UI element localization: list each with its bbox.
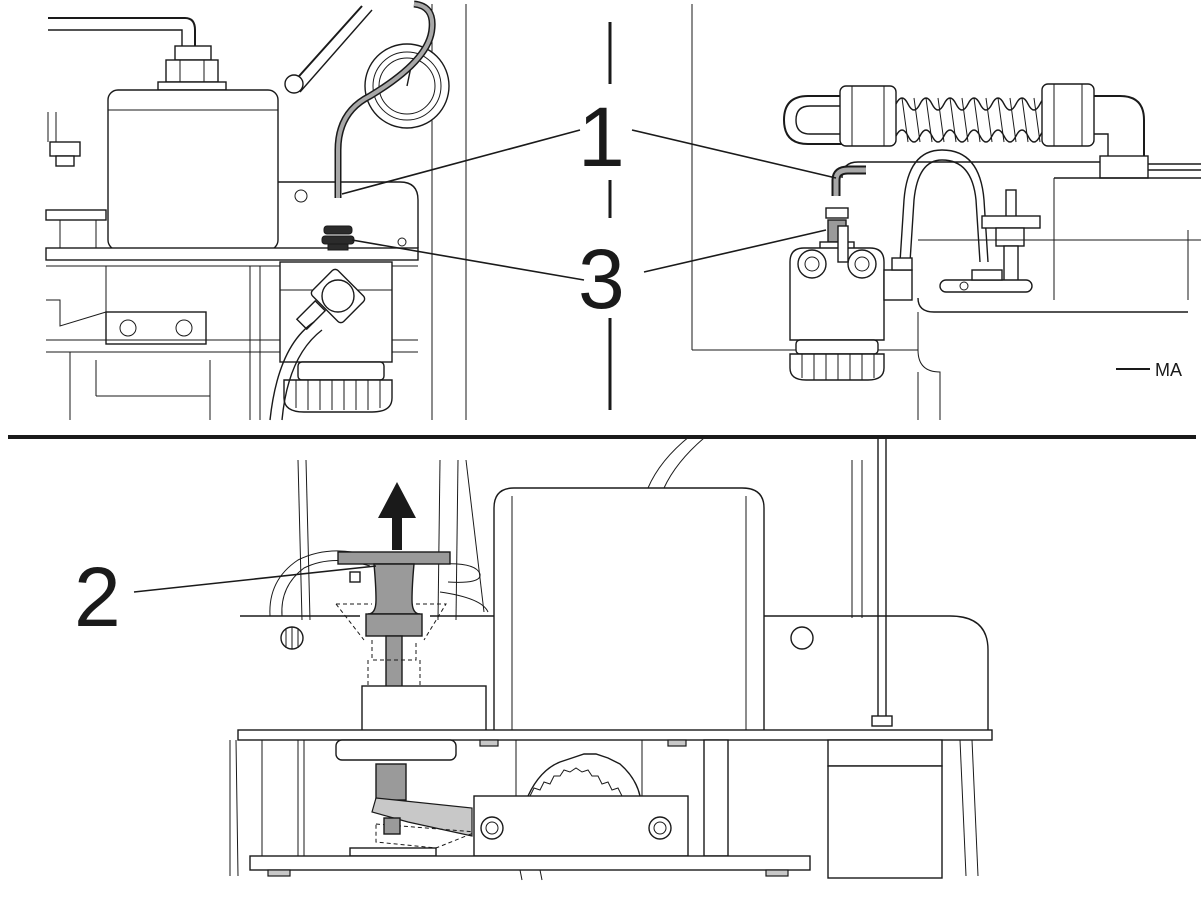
main-plate <box>45 247 419 261</box>
hose-clamp <box>1099 155 1149 179</box>
lower-knob-cap <box>335 739 457 761</box>
left-mount-block <box>105 311 207 345</box>
gear-dial <box>527 753 641 797</box>
switch-base <box>939 279 1033 293</box>
part-2-collar <box>365 613 423 637</box>
upper-pipe <box>291 5 363 85</box>
loop-tube <box>899 149 989 263</box>
cap-nut <box>165 59 219 83</box>
part-2-stem <box>385 635 403 689</box>
lower-block <box>361 685 487 737</box>
reference-label: MA <box>1155 360 1182 380</box>
section-separator <box>8 435 1196 439</box>
hose-elbow-right <box>1094 95 1145 158</box>
part-2-knob <box>367 563 421 615</box>
valve-side-port <box>883 269 913 301</box>
back-plate <box>240 615 989 736</box>
left-bracket <box>45 209 107 221</box>
callout-3: 3 <box>578 232 625 326</box>
bottom-plate <box>249 855 811 871</box>
callout-2: 2 <box>74 550 121 644</box>
cap-nut-top <box>174 45 212 61</box>
top-left-panel <box>45 0 467 421</box>
lift-arrow-icon <box>378 482 416 550</box>
lower-stem <box>375 763 407 801</box>
leader-1-left <box>341 129 581 195</box>
leader-3-left <box>351 239 585 281</box>
hose-elbow-left <box>782 95 842 145</box>
bottom-panel <box>229 435 993 881</box>
callout-1: 1 <box>578 90 625 184</box>
leader-3-right <box>643 229 827 273</box>
left-knob <box>49 141 81 157</box>
valve-bowl <box>789 353 885 381</box>
back-panel <box>278 181 419 248</box>
right-housing <box>827 765 943 879</box>
main-block <box>493 487 765 736</box>
top-pipe <box>48 17 196 48</box>
callout-leaders <box>133 129 837 593</box>
switch-bracket <box>981 215 1041 229</box>
leader-2 <box>133 565 377 593</box>
hose-coupling-right <box>1041 83 1095 147</box>
elbow-fitting <box>321 279 355 313</box>
tank-body <box>107 89 279 251</box>
base-plate <box>237 729 993 741</box>
part-3-valve-cap <box>825 207 849 219</box>
part-3-nipple <box>323 225 353 235</box>
part-2-knob-cap <box>337 551 451 565</box>
hose-coupling-left <box>839 85 897 147</box>
top-right-panel: MA <box>691 4 1201 420</box>
leader-1-right <box>631 129 837 179</box>
filter-bowl <box>283 379 393 413</box>
right-housing-top <box>827 739 943 767</box>
